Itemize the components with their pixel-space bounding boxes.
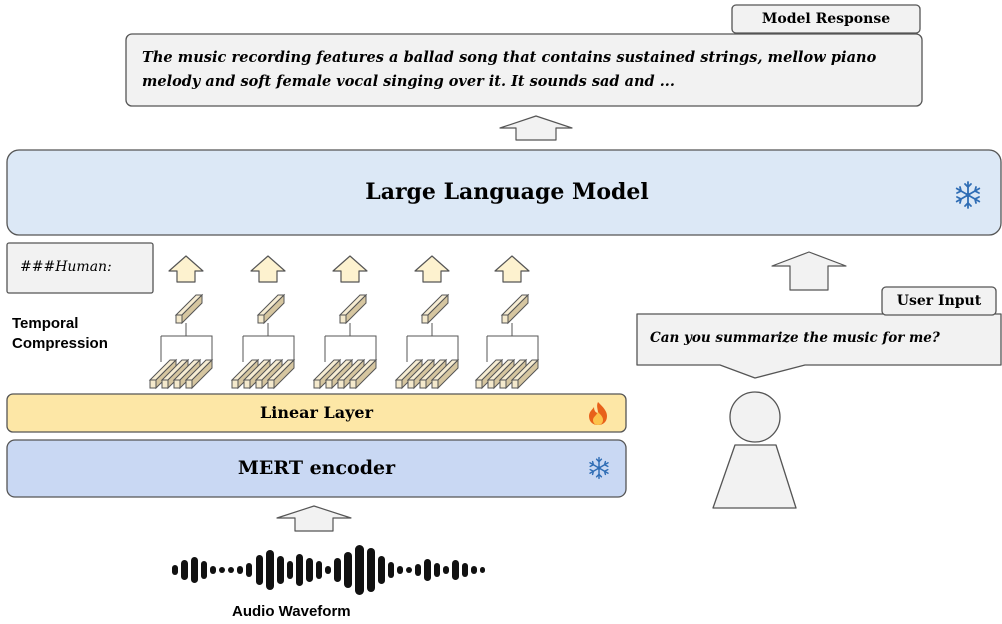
user-input-bubble (636, 286, 1002, 379)
llm-label: Large Language Model (365, 179, 649, 205)
compression-column-4 (396, 256, 458, 388)
model-response-tag: Model Response (761, 11, 891, 27)
llm-box (6, 149, 1002, 236)
user-input-tag: User Input (896, 293, 982, 309)
audio-waveform-icon (172, 545, 485, 595)
model-response-box (125, 4, 923, 107)
model-response-line-1: The music recording features a ballad so… (142, 49, 877, 66)
compression-column-2 (232, 256, 294, 388)
temporal-compression-line-1: Temporal (12, 315, 79, 332)
llm-output-arrow (499, 115, 573, 141)
user-input-arrow (771, 251, 847, 291)
human-prompt-label: ###Human: (20, 259, 112, 275)
human-prompt-box (6, 242, 154, 294)
mert-encoder-label: MERT encoder (237, 457, 396, 479)
compression-column-1 (150, 256, 212, 388)
linear-layer-label: Linear Layer (259, 403, 374, 422)
model-response-line-2: melody and soft female vocal singing ove… (142, 73, 675, 90)
fire-icon (589, 402, 607, 425)
linear-layer-box (6, 393, 627, 433)
compression-column-3 (314, 256, 376, 388)
audio-input-arrow (276, 505, 352, 532)
audio-waveform-label: Audio Waveform (232, 603, 351, 620)
user-input-text: Can you summarize the music for me? (650, 330, 940, 346)
temporal-compression-line-2: Compression (12, 335, 108, 352)
compression-column-5 (476, 256, 538, 388)
mert-encoder-box (6, 439, 627, 498)
user-person-icon (712, 391, 797, 509)
